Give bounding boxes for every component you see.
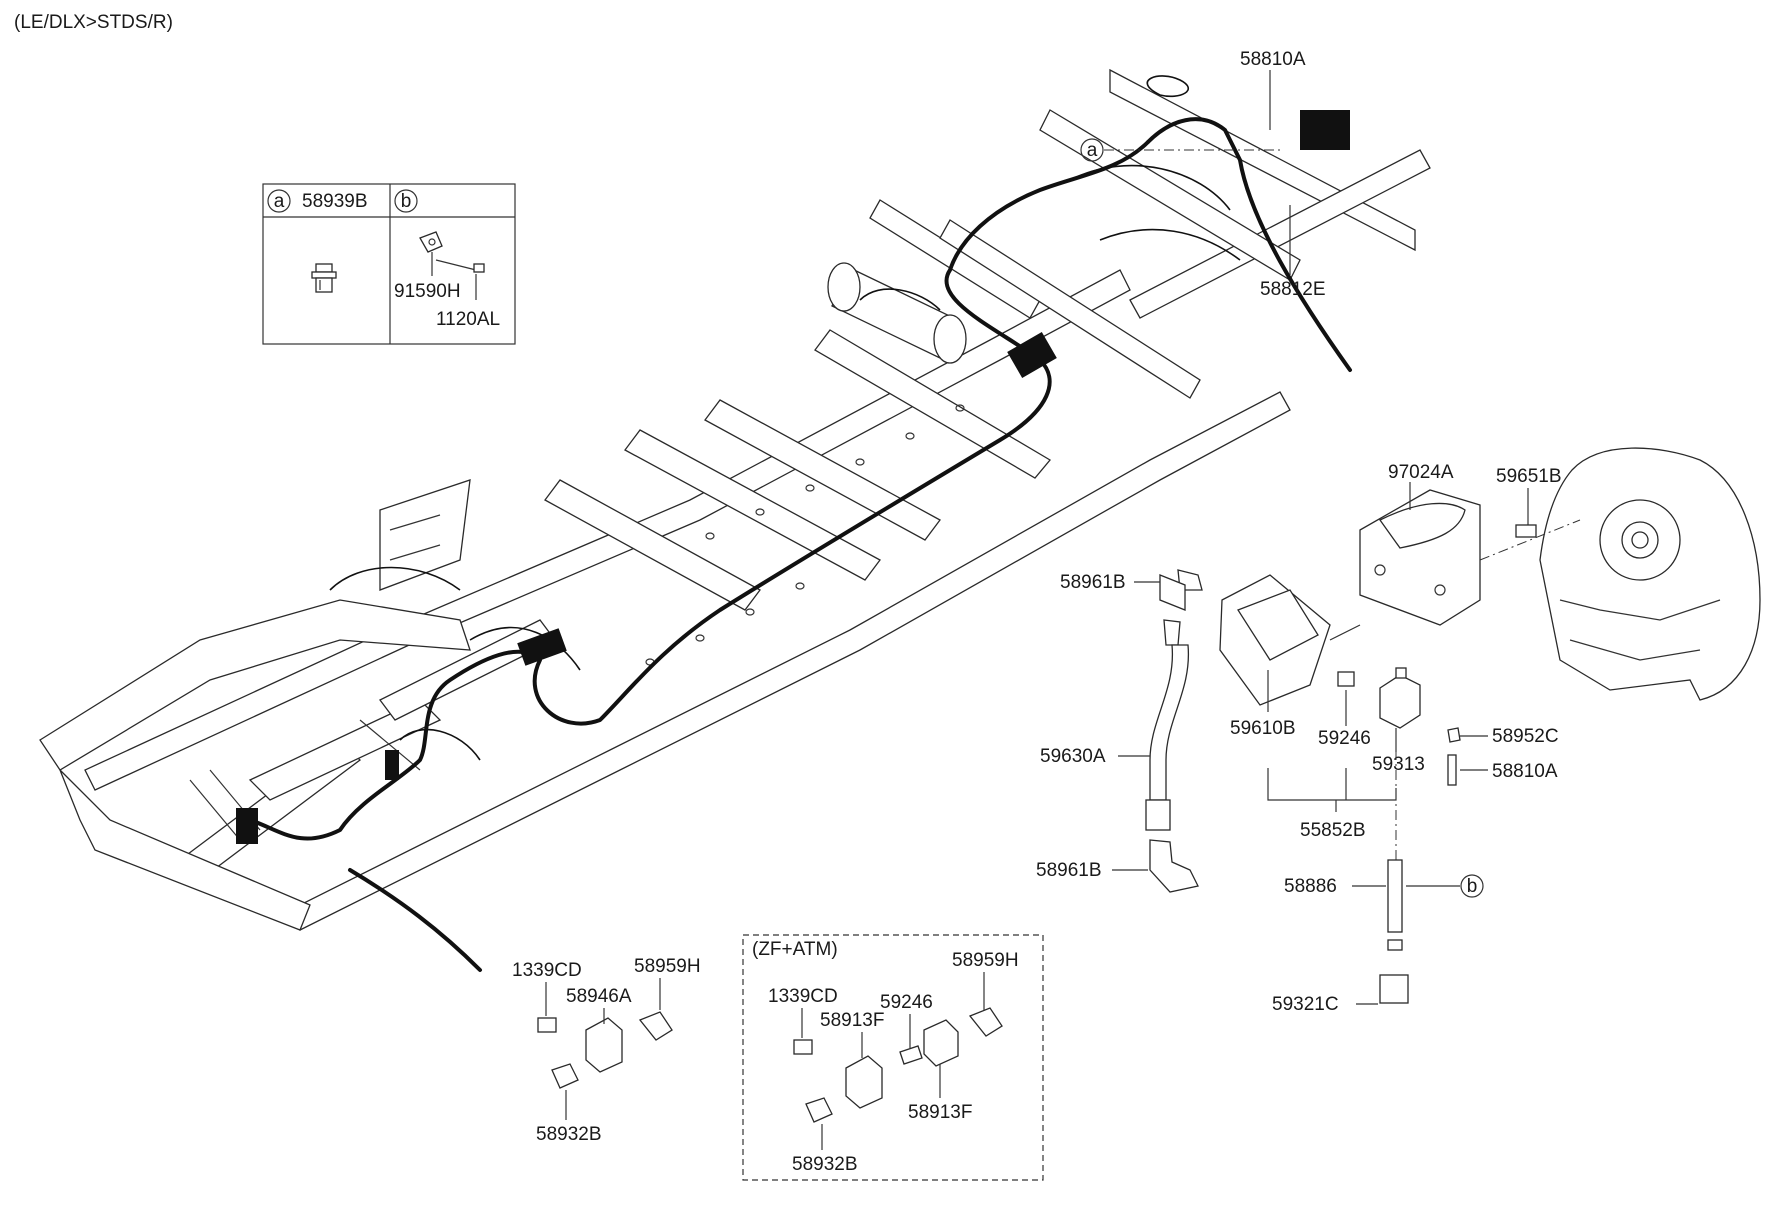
wiring-harness [236,75,1352,972]
fitting-group-left [537,1011,673,1089]
knob-59321c-icon [1379,974,1409,1004]
callout-58952c: 58952C [1492,726,1559,747]
elbow-58952c-icon [1447,727,1461,743]
legend-box-border [262,183,516,345]
callout-58946a: 58946A [566,986,632,1007]
callout-58886: 58886 [1284,876,1337,897]
shaft-58886-icon [1387,859,1403,933]
legend-a-letter: a [274,191,285,212]
callout-58913f-bottom: 58913F [908,1102,972,1123]
callout-59610b: 59610B [1230,718,1296,739]
callout-59313: 59313 [1372,754,1425,775]
callout-58932b-box: 58932B [792,1154,858,1175]
callout-58959h-box: 58959H [952,950,1019,971]
callout-58932b-left: 58932B [536,1124,602,1145]
callout-58961b-top: 58961B [1060,572,1126,593]
fuel-tank [827,262,967,364]
block-58913f-icon [845,1055,883,1109]
callout-59651b: 59651B [1496,466,1562,487]
callout-59246-box: 59246 [880,992,933,1013]
bracket-97024a [1359,489,1481,626]
valve-59313 [1379,667,1421,729]
legend-box: a 58939B b 91590H 1120AL [262,183,516,345]
clip-91590h-icon [419,231,485,300]
zf-atm-box: (ZF+ATM) [742,934,1044,1181]
tube-58810a-icon [1447,754,1457,786]
callout-59321c: 59321C [1272,994,1339,1015]
legend-b-circle [394,189,418,213]
zf-atm-title: (ZF+ATM) [752,939,838,960]
variant-header: (LE/DLX>STDS/R) [14,12,173,33]
hose-59630a [1145,569,1203,893]
elbow-58959h-icon [638,1011,673,1041]
chassis-frame [39,68,1431,931]
ref-a-circle [1080,138,1104,162]
bolt-59651b-icon [1515,524,1537,538]
ref-b-circle [1460,874,1484,898]
callout-97024a: 97024A [1388,462,1454,483]
legend-a-circle [267,189,291,213]
callout-59246-main: 59246 [1318,728,1371,749]
callout-58913f-top: 58913F [820,1010,884,1031]
callout-1339cd-left: 1339CD [512,960,582,981]
block-58913f-2-icon [923,1019,959,1067]
nut-1339cd-icon [537,1017,557,1033]
callout-58810a-right: 58810A [1492,761,1558,782]
callout-55852b: 55852B [1300,820,1366,841]
front-connector-2-icon [385,750,399,780]
callout-58810a-top: 58810A [1240,49,1306,70]
grommet-58939b-icon [311,263,337,293]
nut-1339cd-box-icon [793,1039,813,1055]
fitting-59246-box-icon [899,1045,923,1065]
block-58946a-icon [585,1017,623,1073]
legend-b-part-1120al: 1120AL [436,309,500,330]
rear-connector-icon [1300,110,1350,150]
fitting-59246-icon [1337,671,1355,687]
callout-58961b-bottom: 58961B [1036,860,1102,881]
callout-58959h-left: 58959H [634,956,701,977]
callout-1339cd-box: 1339CD [768,986,838,1007]
callout-59630a: 59630A [1040,746,1106,767]
legend-b-letter: b [401,191,412,212]
air-cylinder-59610b [1219,574,1361,706]
zf-atm-box-border [742,934,1044,1181]
ref-b-letter: b [1467,876,1478,897]
cab-connector-icon [517,628,567,666]
legend-b-part-91590h: 91590H [394,281,461,302]
transmission-housing [1539,447,1761,701]
ref-a-letter: a [1087,140,1098,161]
callout-58812e: 58812E [1260,279,1326,300]
fitting-58932b-box-icon [805,1097,833,1123]
legend-a-part-no: 58939B [302,191,368,212]
mid-connector-icon [1007,332,1057,378]
front-connector-icon [236,808,258,844]
elbow-58959h-box-icon [968,1007,1003,1037]
fitting-58932b-icon [551,1063,579,1089]
